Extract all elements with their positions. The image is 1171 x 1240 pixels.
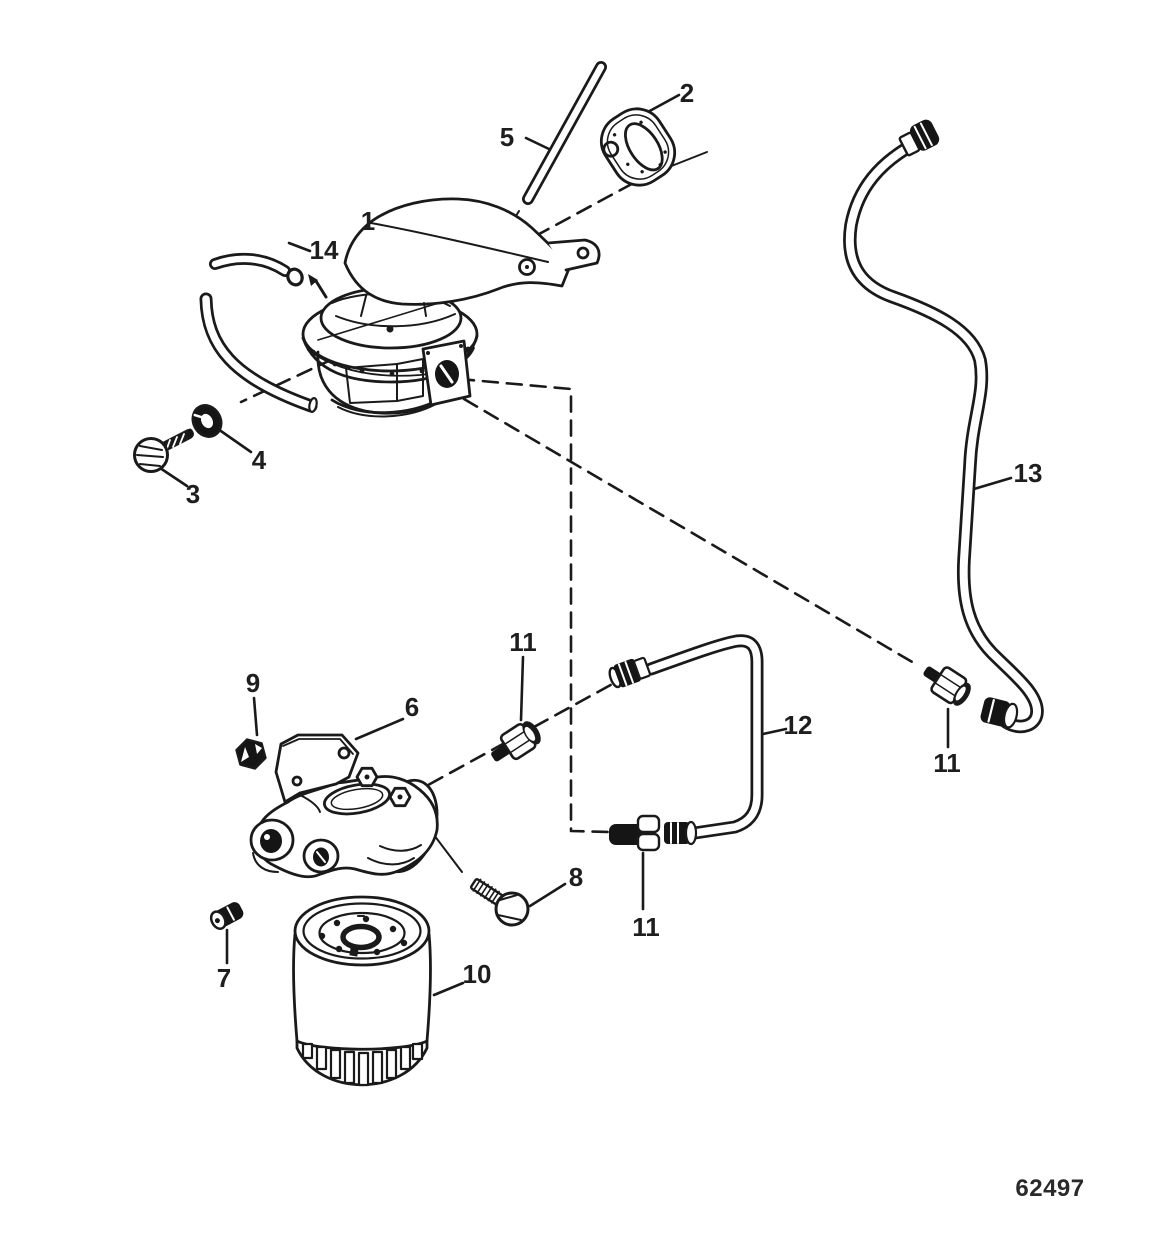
fuel-fitting-left xyxy=(491,721,541,762)
pump-mounting-gasket xyxy=(599,107,677,187)
callout-part-8: 8 xyxy=(568,862,584,892)
callout-part-10: 10 xyxy=(462,959,492,989)
leader-12 xyxy=(761,727,788,736)
line12-upper-fitting xyxy=(608,656,652,689)
filter-bracket xyxy=(249,733,439,879)
drain-plug xyxy=(209,902,244,930)
fuel-line-short xyxy=(608,634,764,846)
leader-8 xyxy=(528,882,567,908)
leader-13 xyxy=(972,476,1013,491)
callout-part-11b: 11 xyxy=(933,748,961,778)
callout-part-11a: 11 xyxy=(509,627,537,657)
callout-part-11c: 11 xyxy=(632,912,660,942)
leader-3 xyxy=(158,466,189,488)
callout-part-12: 12 xyxy=(783,710,813,740)
leader-11a xyxy=(519,655,525,722)
fuel-fitting-right xyxy=(923,666,971,706)
callout-part-7: 7 xyxy=(216,963,232,993)
lock-washer xyxy=(191,404,223,438)
fuel-filter xyxy=(292,895,432,1087)
leader-6 xyxy=(354,717,405,741)
callout-part-6: 6 xyxy=(404,692,420,722)
line13-bottom-fitting xyxy=(980,697,1019,729)
bracket-nut xyxy=(235,738,267,770)
line13-top-fitting xyxy=(898,119,940,157)
leader-5 xyxy=(524,136,551,151)
pump-bolt xyxy=(133,428,194,473)
callout-part-13: 13 xyxy=(1013,458,1043,488)
leader-14 xyxy=(287,241,312,253)
leader-4 xyxy=(216,427,253,454)
fuel-line-long xyxy=(843,119,1044,734)
leader-2 xyxy=(644,93,681,115)
callout-part-14: 14 xyxy=(309,235,339,265)
callout-part-1: 1 xyxy=(360,206,376,236)
axis-pump-to-bolt xyxy=(239,357,335,404)
axis-pump-to-elbow xyxy=(457,377,612,834)
push-rod xyxy=(522,61,607,205)
callout-part-4: 4 xyxy=(251,445,267,475)
callout-leader-lines xyxy=(158,93,1013,997)
fuel-hose xyxy=(199,252,318,413)
leader-10 xyxy=(432,981,465,997)
bracket-screw xyxy=(470,878,530,927)
elbow-fitting xyxy=(609,814,661,852)
fuel-pump xyxy=(301,197,601,418)
line12-lower-fitting xyxy=(664,820,698,846)
drawing-number: 62497 xyxy=(1015,1175,1085,1202)
callout-part-3: 3 xyxy=(185,479,201,509)
callout-part-2: 2 xyxy=(679,78,695,108)
callout-part-9: 9 xyxy=(245,668,261,698)
axis-pump-to-fitting11 xyxy=(462,397,921,668)
leader-9 xyxy=(252,696,259,737)
callout-part-5: 5 xyxy=(499,122,515,152)
